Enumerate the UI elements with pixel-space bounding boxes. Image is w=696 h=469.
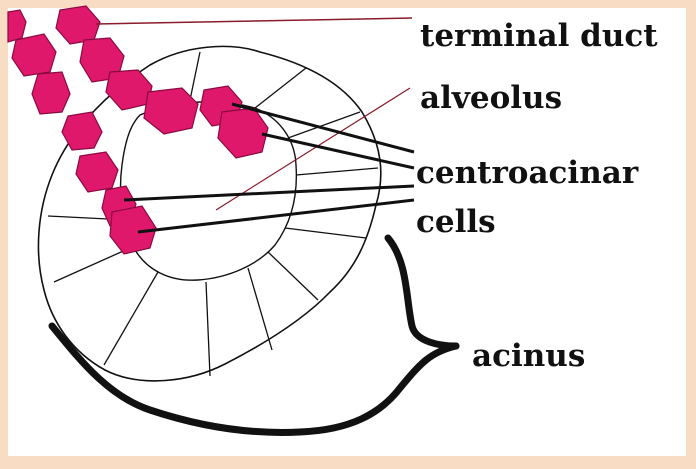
label-centroacinar: centroacinar <box>416 155 639 191</box>
duct-cell <box>32 72 70 114</box>
label-acinus: acinus <box>472 338 585 374</box>
label-cells: cells <box>416 204 496 240</box>
label-terminal-duct: terminal duct <box>420 18 658 54</box>
label-alveolus: alveolus <box>420 80 562 116</box>
